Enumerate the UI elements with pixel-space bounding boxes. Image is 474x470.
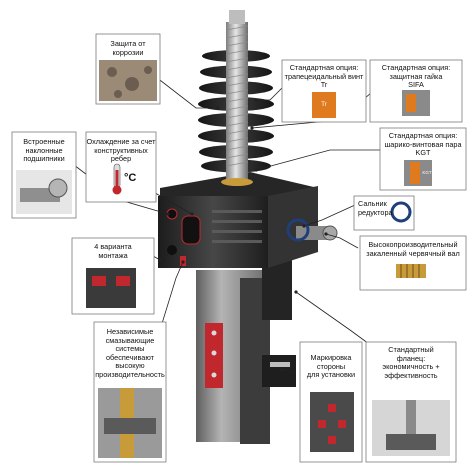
label-seal: Сальник редуктора (358, 199, 393, 217)
seal-ring-on-shaft (286, 218, 310, 242)
lube-bolt-3 (211, 372, 217, 378)
card-side-marking (299, 341, 363, 463)
gearbox-right-face (268, 186, 318, 268)
label-flange: Стандартный фланец: экономичность + эффе… (382, 345, 440, 380)
screw-threads (225, 25, 249, 167)
limit-switch-label (270, 362, 290, 367)
card-cooling (85, 131, 157, 203)
card-worm-shaft (359, 235, 467, 291)
lube-bolt-1 (211, 330, 217, 336)
lube-bolt-2 (211, 350, 217, 356)
face-opening (181, 215, 201, 245)
label-side-marking: Маркировка стороны для установки (306, 353, 356, 380)
mounting-photo (86, 268, 136, 308)
label-cooling: Охлаждение за счет конструктивных ребер (86, 137, 156, 164)
label-trapezoidal: Стандартная опция: трапецеидальный винт … (284, 63, 364, 90)
cooling-ribs-2 (212, 220, 262, 223)
tr-badge: Tr (321, 102, 327, 108)
side-bracket (262, 258, 292, 320)
label-mounting: 4 варианта монтажа (94, 242, 132, 260)
screw-tip (229, 10, 245, 24)
label-worm-shaft: Высокопроизводительный закаленный червяч… (366, 240, 460, 258)
card-seal (353, 195, 415, 231)
card-flange (365, 341, 457, 463)
card-bearings (11, 131, 77, 219)
cooling-ribs-3 (212, 230, 262, 233)
cooling-ribs-1 (212, 210, 262, 213)
card-safety-nut (369, 59, 463, 123)
thermometer-symbol: °C (124, 172, 137, 184)
seal-ring-icon (390, 201, 412, 223)
kgt-badge: KGT (422, 170, 432, 175)
label-lubrication: Независимые смазывающие системы обеспечи… (95, 327, 165, 379)
card-lubrication (93, 321, 167, 463)
label-corrosion: Защита от коррозии (110, 39, 146, 57)
card-trapezoidal (281, 59, 367, 123)
bronze-ring (221, 178, 253, 186)
tr-badge-box (312, 92, 336, 118)
bore-hole-2 (167, 245, 177, 255)
label-safety-nut: Стандартная опция: защитная гайка SIFA (381, 63, 451, 90)
card-ball-screw (379, 127, 467, 191)
label-bearings: Встроенные наклонные подшипники (23, 137, 65, 164)
label-ball-screw: Стандартная опция: шарико-винтовая пара … (384, 131, 462, 158)
lead-screw (226, 22, 248, 182)
card-corrosion (95, 33, 161, 105)
thermometer-bulb (112, 185, 122, 195)
cooling-ribs-4 (212, 240, 262, 243)
card-mounting (71, 237, 155, 315)
